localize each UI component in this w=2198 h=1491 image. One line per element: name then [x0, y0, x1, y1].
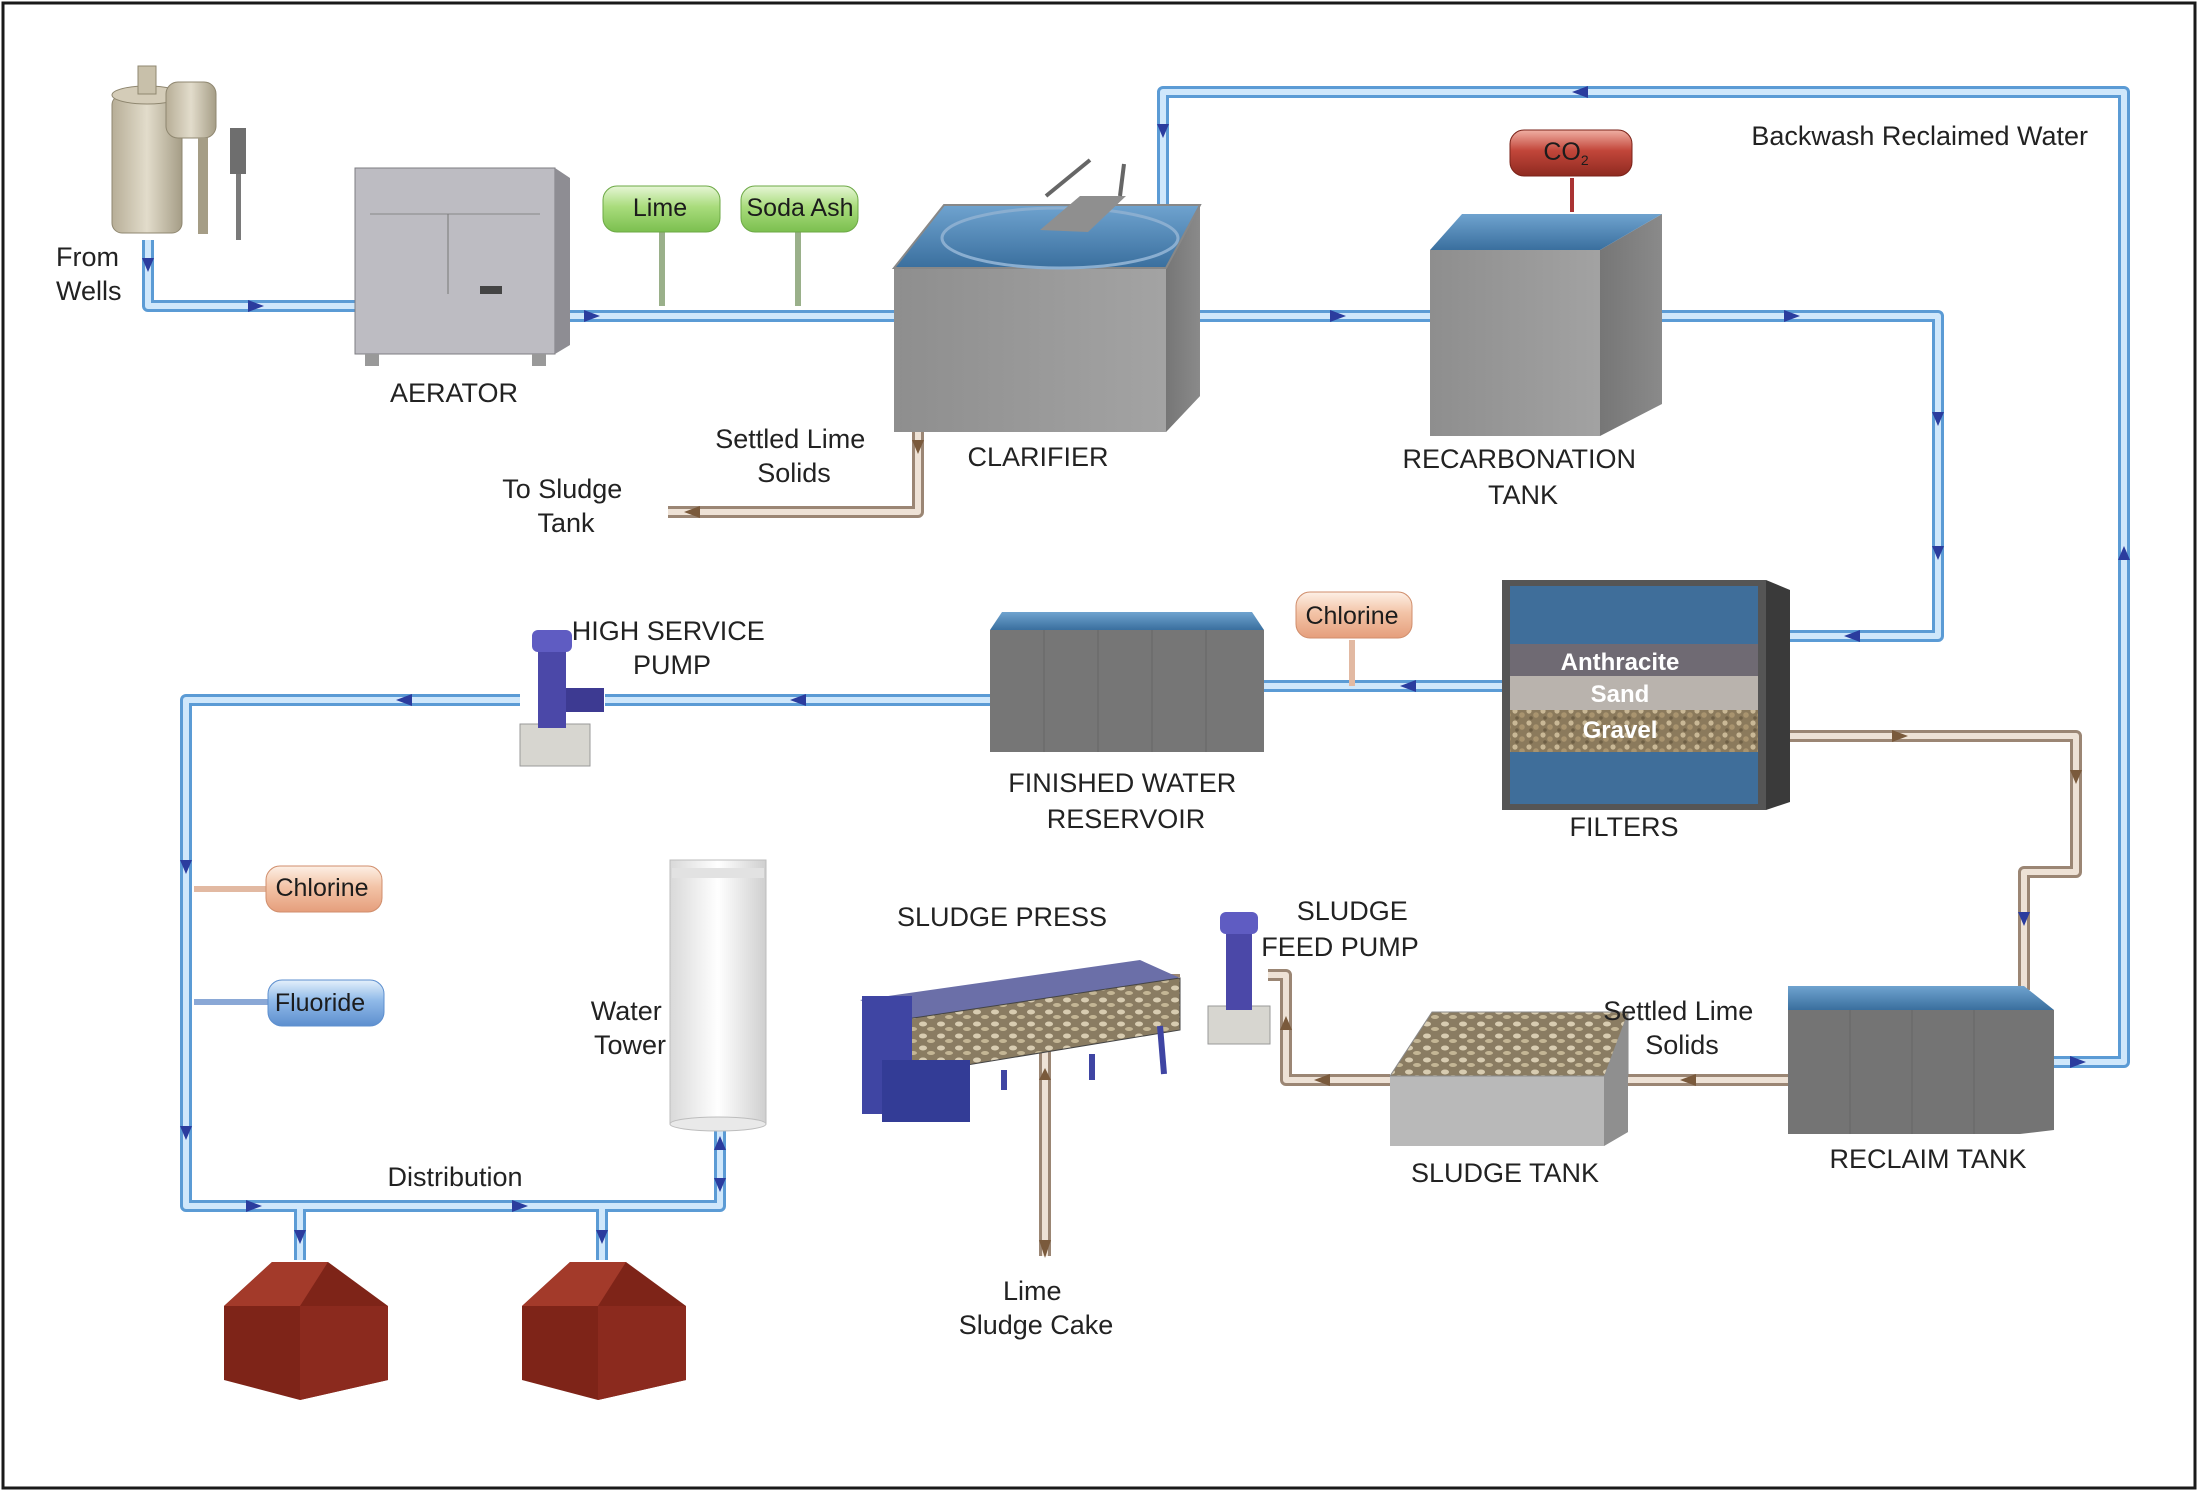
sludge-feed-pump-label: SLUDGE FEED PUMP [1261, 896, 1419, 962]
soda-ash-tank [740, 185, 859, 233]
to-sludge-tank-label: To Sludge Tank [502, 474, 630, 538]
chlorine-tank-reservoir [1295, 591, 1413, 639]
sludge-tank [1389, 1011, 1629, 1146]
aerator [354, 167, 570, 366]
co2-label: CO2 [1543, 138, 1589, 168]
water-tower [669, 859, 767, 1132]
lime-sludge-cake-label: Lime Sludge Cake [959, 1276, 1114, 1340]
aerator-label: AERATOR [390, 378, 518, 408]
reclaim-tank [1788, 986, 2054, 1134]
sludge-arrows [684, 440, 2082, 1258]
distribution-label: Distribution [387, 1162, 522, 1192]
gravel-label: Gravel [1583, 717, 1658, 744]
fluoride-tank [267, 979, 385, 1027]
lime-tank [602, 185, 721, 233]
from-wells-label: From Wells [56, 242, 127, 306]
co2-tank [1509, 129, 1633, 177]
anthracite-label: Anthracite [1561, 649, 1680, 676]
sludge-tank-label: SLUDGE TANK [1411, 1158, 1599, 1188]
recarbonation-tank-label: RECARBONATION TANK [1402, 444, 1643, 510]
high-service-pump-label: HIGH SERVICE PUMP [572, 616, 773, 680]
chlorine-tank-distribution [265, 865, 383, 913]
chlorine-reservoir-label: Chlorine [1305, 602, 1398, 630]
soda-ash-label: Soda Ash [746, 194, 853, 222]
fluoride-label: Fluoride [275, 989, 365, 1017]
settled-lime-reclaim-label: Settled Lime Solids [1603, 996, 1761, 1060]
well-equipment [111, 65, 246, 240]
finished-water-reservoir [990, 612, 1264, 752]
recarbonation-tank [1430, 214, 1662, 436]
house-1 [224, 1262, 388, 1400]
finished-water-reservoir-label: FINISHED WATER RESERVOIR [1008, 768, 1244, 834]
house-2 [522, 1262, 686, 1400]
clarifier-label: CLARIFIER [967, 442, 1108, 472]
sludge-press [860, 960, 1181, 1122]
clarifier [891, 158, 1202, 432]
backwash-label: Backwash Reclaimed Water [1751, 121, 2088, 151]
lime-label: Lime [633, 194, 687, 222]
chlorine-distribution-label: Chlorine [275, 874, 368, 902]
water-tower-label: Water Tower [591, 996, 670, 1060]
flow-arrows [142, 86, 2130, 1244]
sludge-feed-pump [1207, 912, 1271, 1045]
high-service-pump [519, 630, 604, 767]
filters-label: FILTERS [1569, 812, 1678, 842]
sludge-press-label: SLUDGE PRESS [897, 902, 1107, 932]
sand-label: Sand [1591, 681, 1650, 708]
settled-lime-clarifier-label: Settled Lime Solids [715, 424, 873, 488]
reclaim-tank-label: RECLAIM TANK [1829, 1144, 2026, 1174]
filters [1502, 580, 1790, 810]
